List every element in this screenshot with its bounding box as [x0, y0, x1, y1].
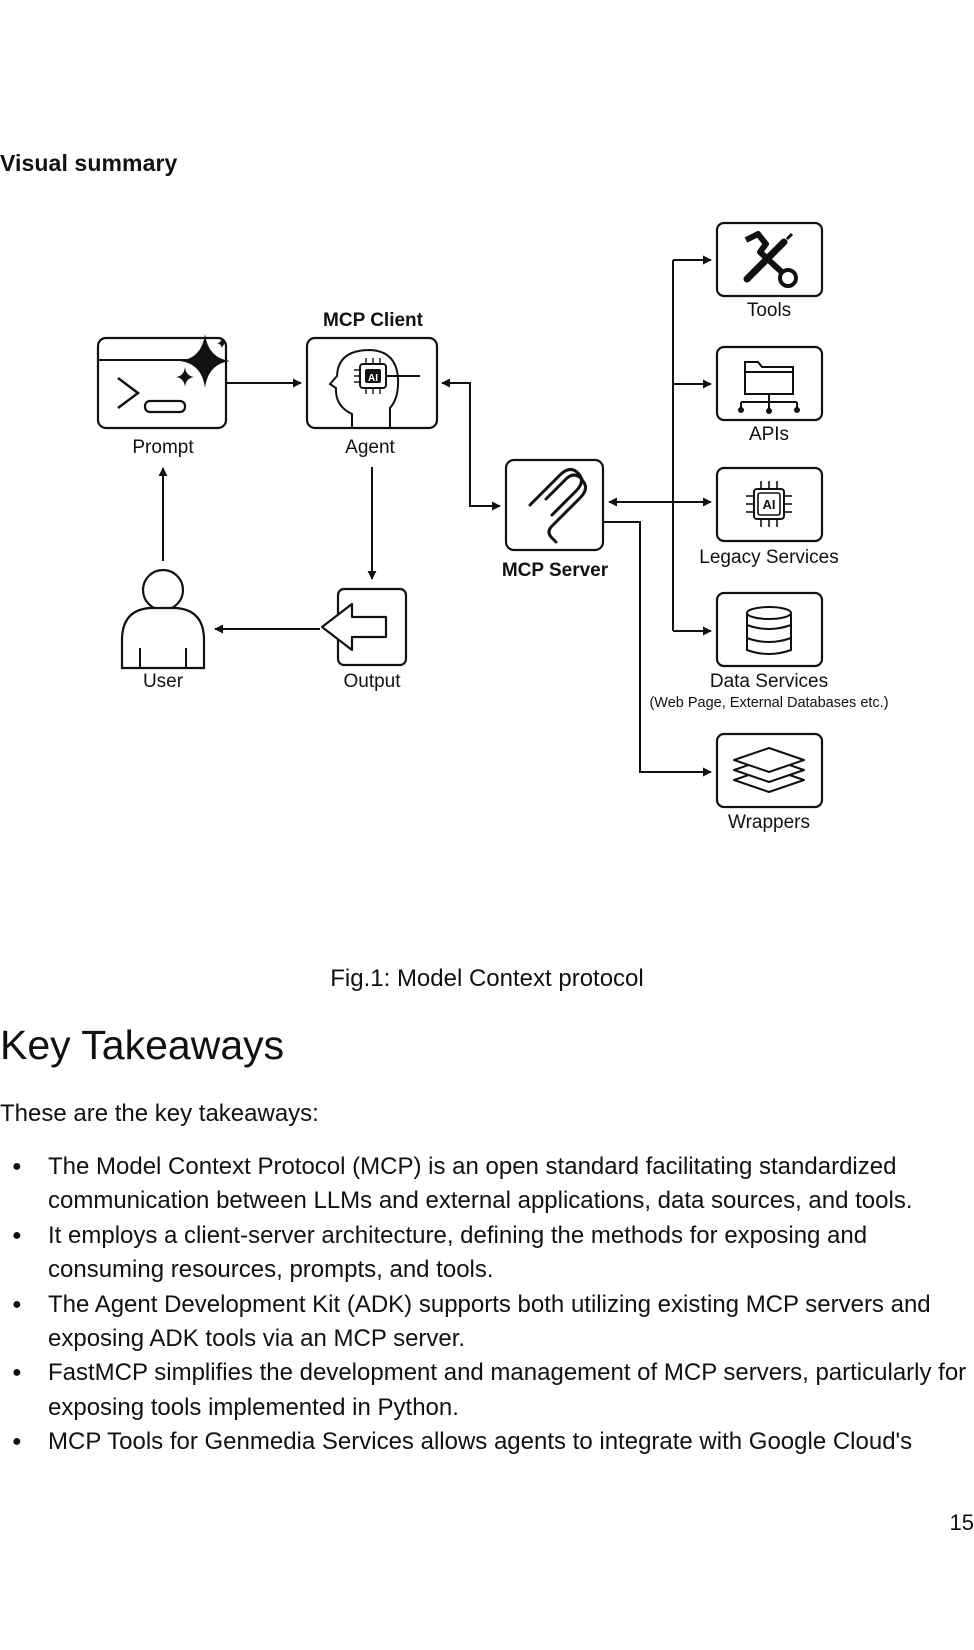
user-label: User: [143, 671, 184, 692]
wrappers-label: Wrappers: [728, 812, 810, 833]
apis-node: [715, 345, 824, 422]
arrow-agent-server: [441, 378, 501, 511]
agent-node: AI: [305, 336, 439, 430]
wrench-screwdriver-icon: [743, 231, 798, 288]
takeaways-intro: These are the key takeaways:: [0, 1100, 319, 1127]
mcp-architecture-diagram: Prompt MCP Client AI Agent User Output: [96, 221, 889, 833]
wrappers-node: [715, 732, 824, 809]
prompt-node: [96, 334, 230, 430]
arrow-to-wrappers: [603, 521, 712, 777]
takeaway-item: The Agent Development Kit (ADK) supports…: [0, 1288, 974, 1357]
apis-label: APIs: [749, 424, 789, 445]
sparkle-icon: [176, 334, 230, 388]
key-takeaways-heading: Key Takeaways: [0, 1022, 285, 1068]
takeaway-item: The Model Context Protocol (MCP) is an o…: [0, 1150, 974, 1219]
terminal-prompt-icon: [117, 377, 187, 414]
mcp-server-node: [504, 458, 605, 552]
svg-text:AI: AI: [368, 373, 378, 384]
svg-text:AI: AI: [763, 497, 776, 512]
layers-icon: [733, 747, 805, 793]
mcp-client-title: MCP Client: [323, 310, 424, 331]
section-heading: Visual summary: [0, 150, 178, 176]
data-services-sublabel: (Web Page, External Databases etc.): [649, 695, 888, 711]
mcp-server-label: MCP Server: [502, 560, 609, 581]
ai-chip-icon: AI: [746, 481, 792, 527]
head-ai-icon: AI: [328, 348, 420, 428]
figure-caption: Fig.1: Model Context protocol: [330, 965, 644, 992]
legacy-services-label: Legacy Services: [699, 547, 838, 568]
connectors: [158, 255, 712, 777]
user-icon: [120, 568, 206, 670]
takeaway-item: FastMCP simplifies the development and m…: [0, 1356, 974, 1425]
mcp-logo-icon: [528, 468, 587, 544]
data-services-label: Data Services: [710, 671, 828, 692]
tools-node: [715, 221, 824, 298]
output-node: [320, 587, 408, 667]
page-number: 15: [949, 1510, 974, 1535]
database-icon: [746, 606, 792, 655]
legacy-services-node: AI: [715, 466, 824, 543]
takeaway-item: MCP Tools for Genmedia Services allows a…: [0, 1425, 974, 1460]
output-label: Output: [343, 671, 401, 692]
agent-label: Agent: [345, 437, 395, 458]
folder-network-icon: [740, 361, 798, 410]
takeaway-item: It employs a client-server architecture,…: [0, 1219, 974, 1288]
takeaways-list: The Model Context Protocol (MCP) is an o…: [0, 1150, 974, 1460]
prompt-label: Prompt: [132, 437, 194, 458]
data-services-node: [715, 591, 824, 668]
tools-label: Tools: [747, 300, 791, 321]
